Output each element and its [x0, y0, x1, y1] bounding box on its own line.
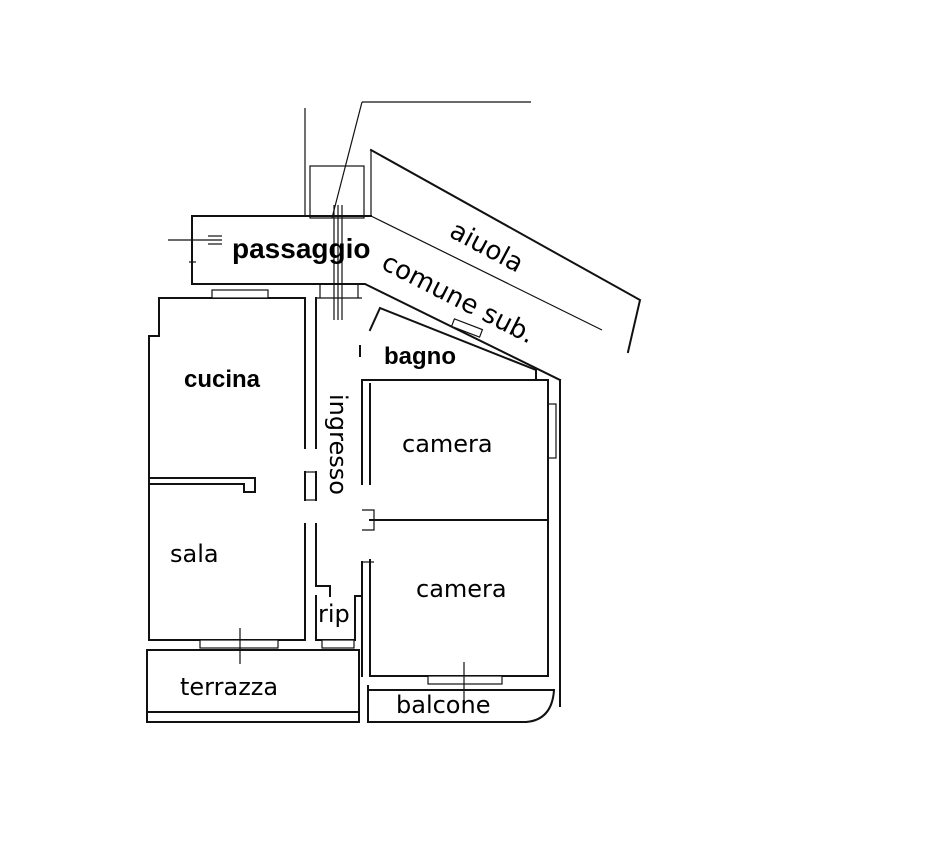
- label-camera-1: camera: [402, 430, 493, 458]
- label-bagno: bagno: [384, 343, 456, 370]
- passaggio-corridor: [168, 205, 562, 382]
- label-terrazza: terrazza: [180, 673, 278, 701]
- label-ingresso: ingresso: [324, 394, 352, 495]
- label-camera-2: camera: [416, 575, 507, 603]
- label-balcone: balcone: [396, 691, 490, 719]
- terrazza-outline: [146, 649, 360, 723]
- label-rip: rip: [318, 600, 350, 628]
- balcone-outline: [367, 685, 556, 723]
- label-passaggio: passaggio: [232, 233, 370, 264]
- apartment-walls: [148, 289, 561, 707]
- exterior-context: [304, 101, 642, 354]
- label-cucina: cucina: [184, 366, 261, 393]
- label-sala: sala: [170, 540, 219, 568]
- label-aiuola: aiuola: [445, 216, 529, 279]
